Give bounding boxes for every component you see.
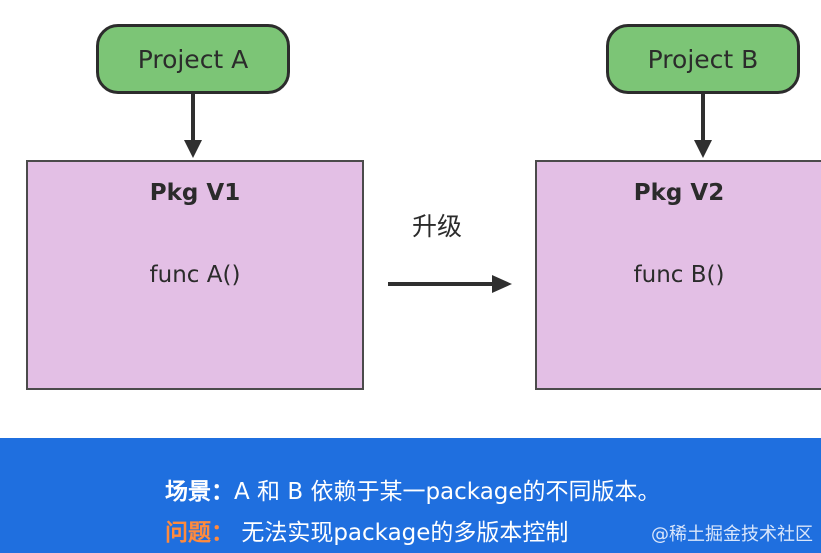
upgrade-arrow-head [492,275,512,293]
arrow-a-head [184,140,202,158]
package-v2-func: func B() [633,262,725,288]
caption-problem-line: 问题： 无法实现package的多版本控制 [165,513,568,547]
package-v1-func: func A() [149,262,241,288]
problem-label: 问题 [165,520,211,546]
upgrade-arrow-shaft [388,282,494,286]
arrow-b-shaft [701,94,705,142]
arrow-b-head [694,140,712,158]
problem-text: 无法实现package的多版本控制 [241,520,569,546]
scene-separator: ： [211,479,234,505]
project-b-node: Project B [606,24,800,94]
arrow-a-shaft [191,94,195,142]
project-b-label: Project B [647,44,759,74]
scene-label: 场景 [165,479,211,505]
package-v1-box: Pkg V1 func A() [26,160,364,390]
problem-separator: ： [211,520,234,546]
project-a-node: Project A [96,24,290,94]
package-v2-title: Pkg V2 [633,180,725,206]
package-v2-box: Pkg V2 func B() [535,160,821,390]
watermark: @稀土掘金技术社区 [651,524,813,545]
project-a-label: Project A [137,44,249,74]
scene-text: A 和 B 依赖于某一package的不同版本。 [234,479,661,505]
caption-scene-line: 场景：A 和 B 依赖于某一package的不同版本。 [165,472,661,506]
package-v1-title: Pkg V1 [149,180,241,206]
upgrade-label: 升级 [412,212,463,241]
caption-bar [0,438,821,553]
